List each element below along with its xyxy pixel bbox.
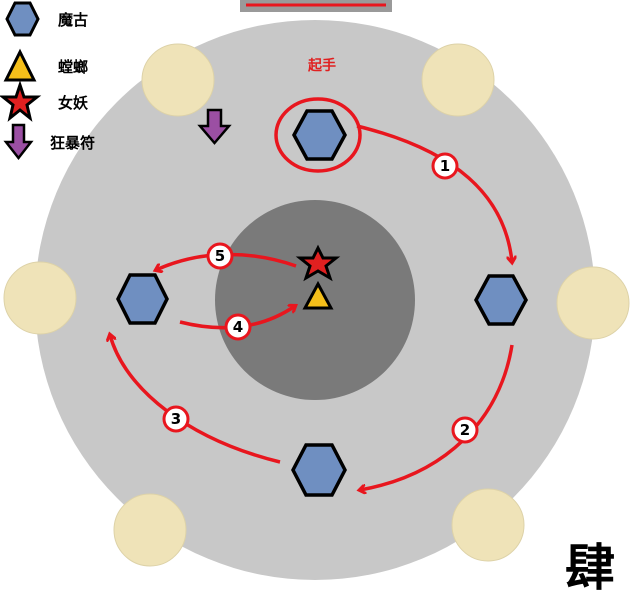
legend-triangle-icon bbox=[3, 48, 37, 82]
pillar bbox=[113, 493, 187, 567]
legend-label-banshee: 女妖 bbox=[58, 94, 88, 112]
corner-glyph: 肆 bbox=[565, 538, 615, 597]
step-badge-2: 2 bbox=[451, 416, 479, 444]
mogu-hexagon-icon bbox=[474, 274, 528, 326]
mantid-triangle-icon bbox=[302, 280, 334, 310]
legend-label-mantid: 螳螂 bbox=[58, 58, 88, 76]
step-number: 2 bbox=[460, 421, 470, 439]
mogu-hexagon-icon bbox=[292, 109, 347, 161]
step-badge-1: 1 bbox=[431, 152, 459, 180]
legend-hexagon-icon bbox=[5, 1, 40, 37]
step-number: 1 bbox=[440, 157, 450, 175]
step-number: 3 bbox=[171, 410, 181, 428]
step-badge-3: 3 bbox=[162, 405, 190, 433]
pillar bbox=[3, 261, 77, 335]
step-badge-4: 4 bbox=[224, 313, 252, 341]
mogu-hexagon-icon bbox=[291, 443, 347, 497]
legend-star-icon bbox=[0, 80, 42, 122]
mogu-hexagon-icon bbox=[116, 273, 169, 325]
step-badge-5: 5 bbox=[206, 242, 234, 270]
pillar bbox=[556, 266, 630, 340]
pillar bbox=[141, 43, 215, 117]
step-number: 4 bbox=[233, 318, 243, 336]
legend: 魔古 螳螂 女妖 狂暴符 bbox=[0, 1, 95, 161]
banshee-star-icon bbox=[295, 244, 341, 282]
mogu-positions bbox=[116, 109, 528, 497]
step-badges: 1 2 3 4 5 bbox=[162, 152, 479, 444]
start-label: 起手 bbox=[307, 57, 336, 74]
legend-label-enrage: 狂暴符 bbox=[50, 134, 95, 152]
legend-label-mogu: 魔古 bbox=[58, 11, 88, 29]
pillars bbox=[3, 43, 630, 567]
legend-arrow-down-icon bbox=[3, 123, 34, 161]
start-highlight-ring bbox=[274, 97, 362, 173]
enrage-marker-arrow-down-icon bbox=[197, 108, 232, 145]
step-number: 5 bbox=[215, 247, 225, 265]
pillar bbox=[451, 488, 525, 562]
pillar bbox=[421, 43, 495, 117]
path-arrow-1 bbox=[356, 124, 512, 262]
